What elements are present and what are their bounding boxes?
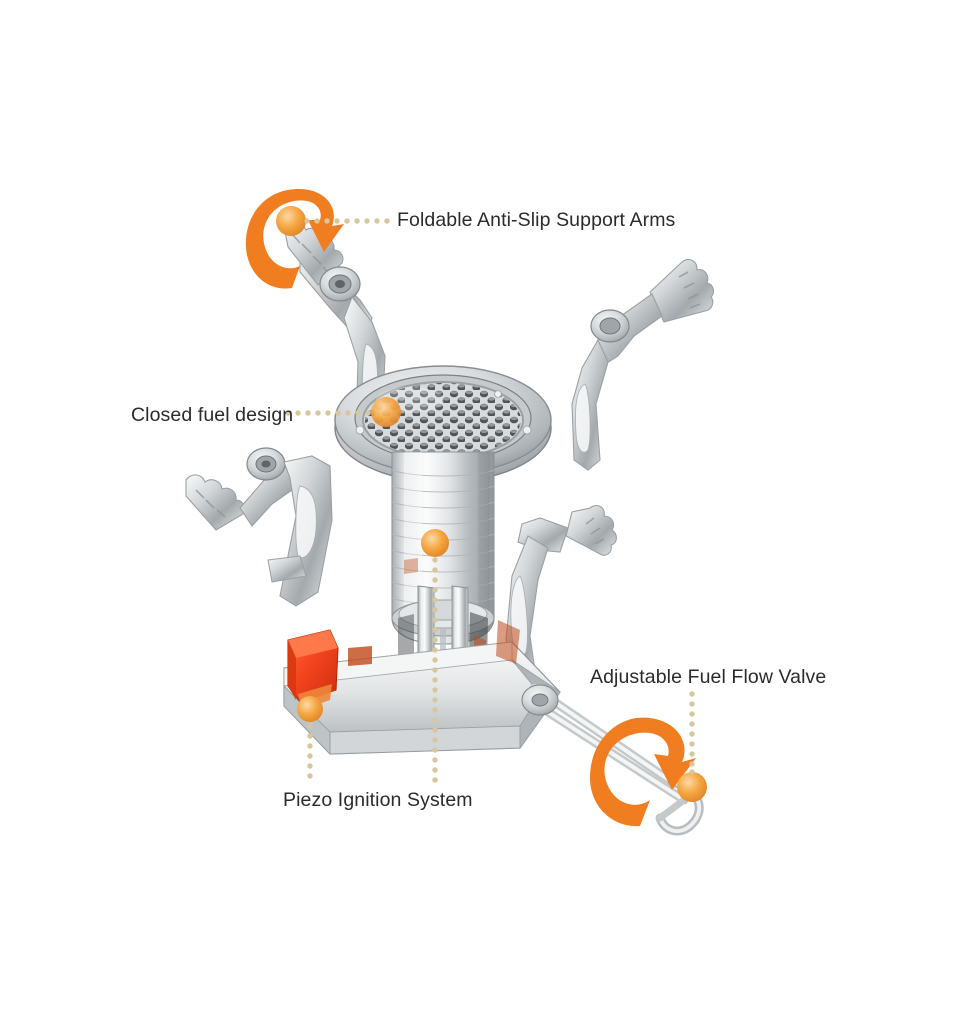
callout-piezo-graphics	[297, 529, 449, 783]
valve-handle	[521, 683, 704, 836]
callout-label-support-arms: Foldable Anti-Slip Support Arms	[397, 209, 676, 231]
callout-label-closed-fuel: Closed fuel design	[131, 404, 294, 426]
leader-dots-piezo-left	[307, 723, 313, 779]
callout-label-piezo: Piezo Ignition System	[283, 789, 473, 811]
leader-dots-closed-fuel	[285, 410, 371, 416]
callout-valve-graphics	[590, 691, 707, 827]
rotation-arrow-arms	[245, 188, 344, 289]
leader-dots-valve	[689, 691, 695, 775]
rotation-arrow-valve	[590, 717, 696, 827]
marker-dot-piezo	[297, 696, 323, 722]
callout-support-arms-graphics	[245, 188, 390, 289]
callout-label-fuel-valve: Adjustable Fuel Flow Valve	[590, 666, 827, 688]
support-arm-upper-right	[571, 259, 715, 471]
stove-illustration	[185, 221, 715, 836]
callout-closed-fuel-graphics	[285, 397, 401, 427]
marker-dot-closed-fuel	[371, 397, 401, 427]
leader-dots-arms	[304, 218, 390, 224]
leader-dots-piezo-center	[432, 557, 438, 783]
marker-dot-burner-center	[421, 529, 449, 557]
marker-dot-valve	[677, 772, 707, 802]
marker-dot-arms	[276, 206, 306, 236]
support-arm-lower-left	[185, 447, 333, 607]
